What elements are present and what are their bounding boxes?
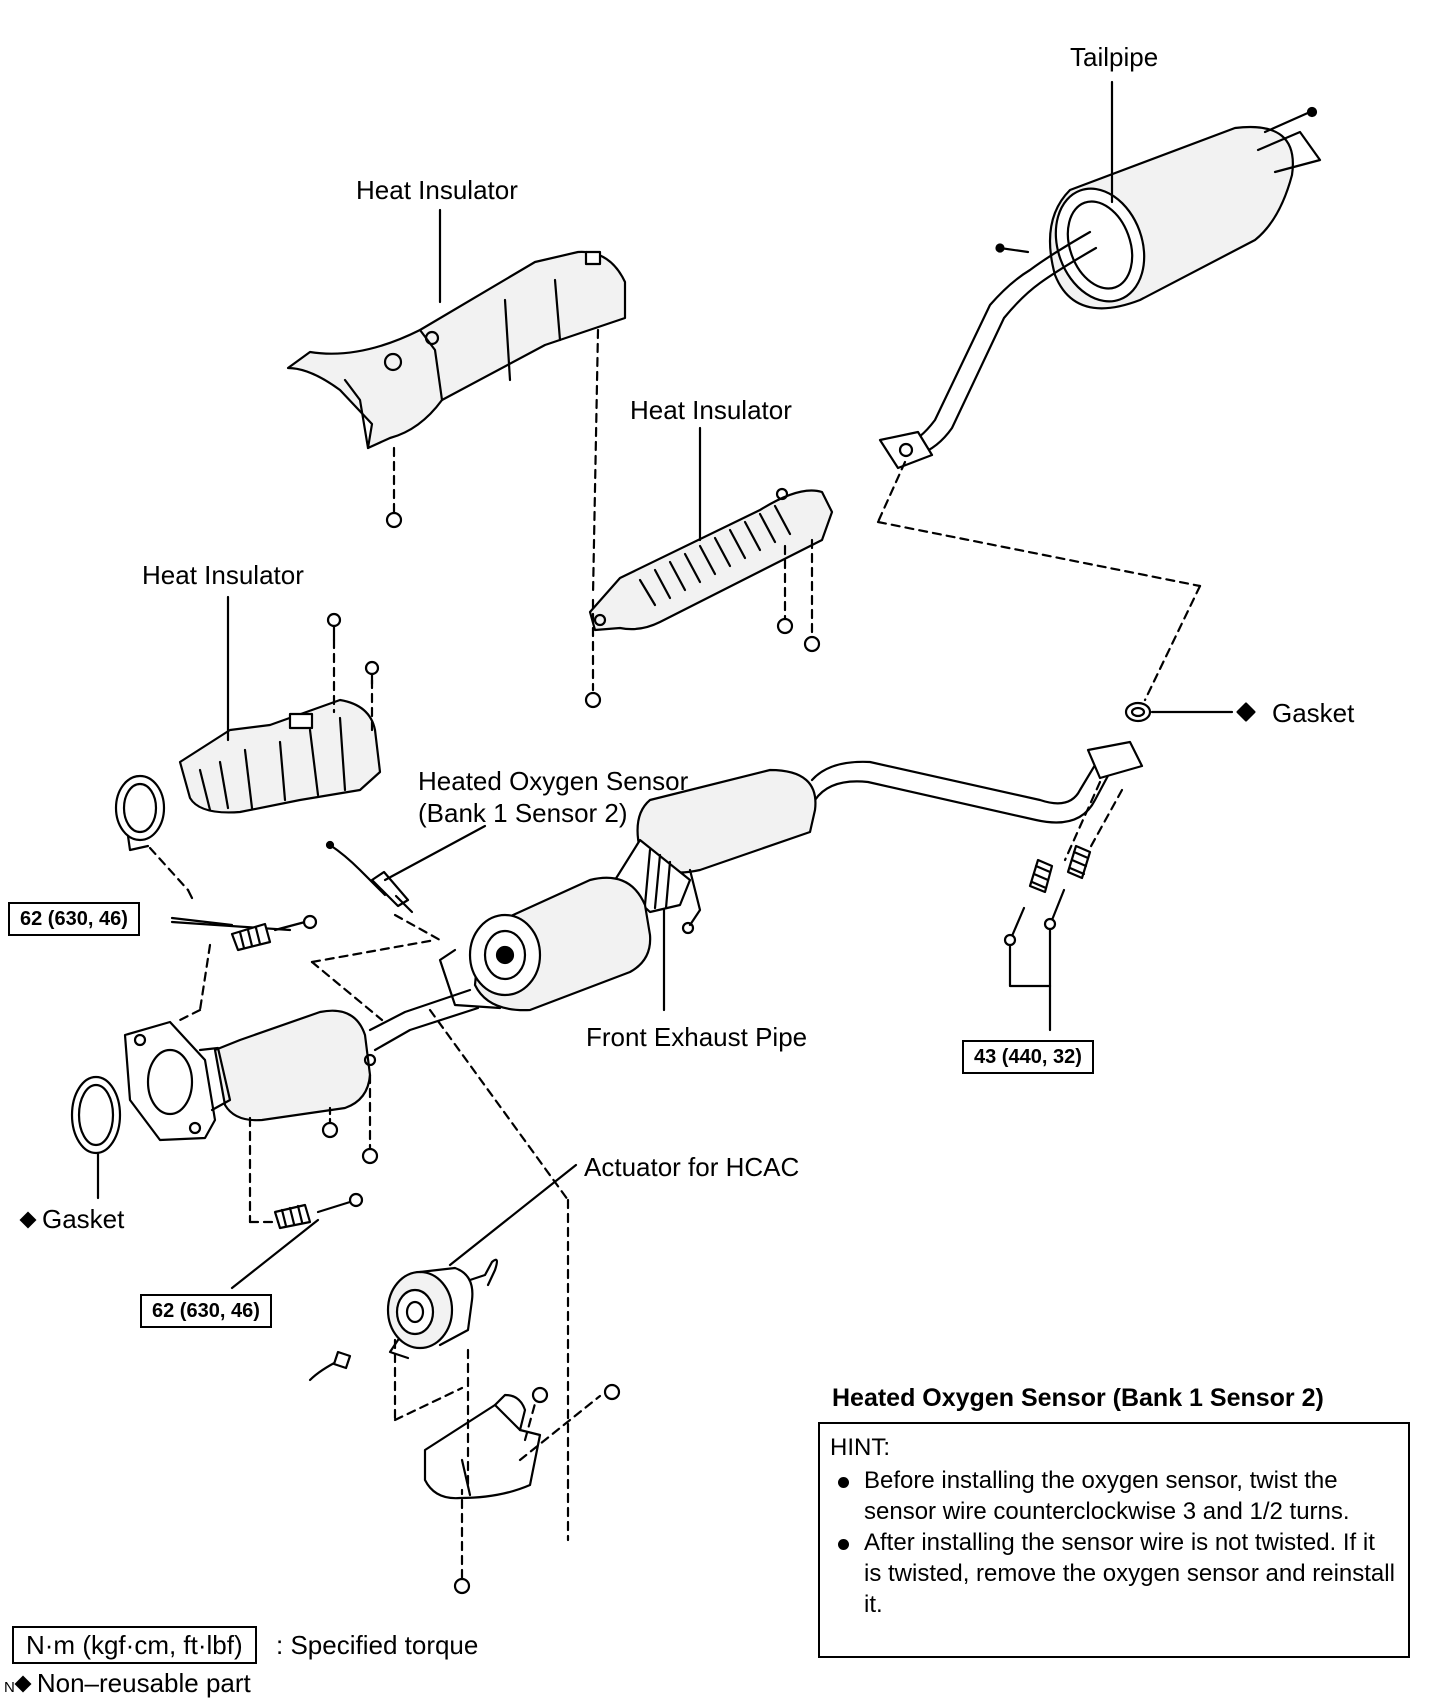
heat-insulator-left-part: [178, 698, 382, 814]
gasket-right-part: [1124, 701, 1152, 723]
label-heat-insulator-left: Heat Insulator: [142, 560, 304, 590]
actuator-shield-part: [423, 1393, 542, 1500]
oxygen-sensor-part: [325, 840, 414, 914]
gasket-left-part: [70, 1075, 122, 1155]
legend-marker-letter: N: [4, 1679, 15, 1696]
label-tailpipe: Tailpipe: [1070, 42, 1159, 72]
hint-item: Before installing the oxygen sensor, twi…: [830, 1465, 1398, 1527]
label-gasket-right: Gasket: [1272, 698, 1355, 728]
legend-nonreusable: N Non–reusable part: [4, 1666, 251, 1705]
front-converter-part: [123, 1009, 377, 1142]
label-oxygen-sensor-2: (Bank 1 Sensor 2): [418, 798, 628, 828]
actuator-hcac-part: [308, 1258, 499, 1382]
hint-item: After installing the sensor wire is not …: [830, 1527, 1398, 1620]
nonreusable-marker-icon: [19, 1211, 37, 1229]
torque-upper-left-leader: [170, 916, 234, 927]
legend-nonreusable-text: Non–reusable part: [36, 1668, 251, 1698]
tailpipe-assembly: [878, 106, 1322, 470]
torque-upper-left: 62 (630, 46): [8, 902, 140, 936]
actuator-leader: [448, 1163, 578, 1267]
heat-insulator-top-part: [286, 250, 627, 450]
hint-box: HINT: Before installing the oxygen senso…: [818, 1422, 1410, 1658]
label-gasket-left: Gasket: [18, 1204, 124, 1234]
heat-insulator-mid-part: [588, 487, 834, 632]
nonreusable-marker-icon: [14, 1675, 32, 1693]
front-exhaust-pipe-part: [368, 740, 1144, 1052]
label-oxygen-sensor-1: Heated Oxygen Sensor: [418, 766, 689, 796]
label-heat-insulator-mid: Heat Insulator: [630, 395, 792, 425]
clamp-ring: [114, 774, 166, 852]
label-gasket-left-text: Gasket: [42, 1204, 125, 1234]
legend-torque-desc: : Specified torque: [276, 1630, 479, 1660]
hint-title: Heated Oxygen Sensor (Bank 1 Sensor 2): [832, 1384, 1324, 1412]
torque-lower-left: 62 (630, 46): [140, 1294, 272, 1328]
label-heat-insulator-top: Heat Insulator: [356, 175, 518, 205]
label-actuator-hcac: Actuator for HCAC: [584, 1152, 800, 1182]
torque-lower-left-leader: [230, 1218, 320, 1290]
oxygen-sensor-leader: [383, 824, 487, 882]
torque-right: 43 (440, 32): [962, 1040, 1094, 1074]
legend-torque-unit: N·m (kgf·cm, ft·lbf): [12, 1626, 257, 1664]
label-front-exhaust-pipe: Front Exhaust Pipe: [586, 1022, 808, 1052]
hint-heading: HINT:: [830, 1434, 890, 1461]
